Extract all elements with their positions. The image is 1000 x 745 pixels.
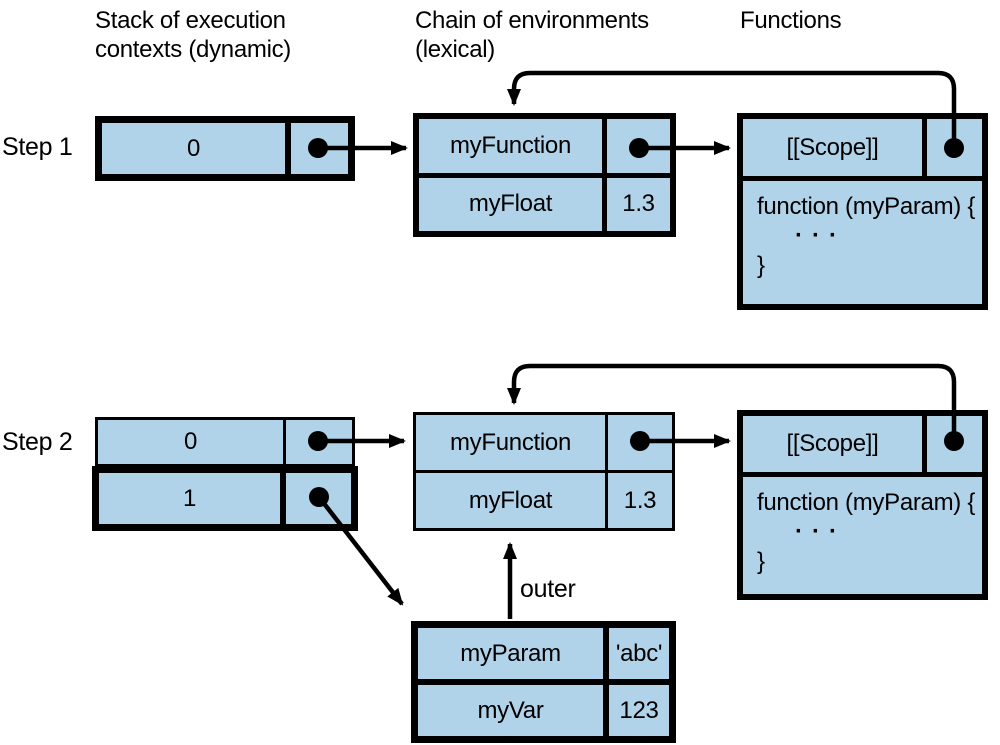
step2-scope-cell: [[Scope]] (743, 416, 922, 472)
step2-inner-name-cell: myParam (418, 628, 603, 679)
step1-scope-cell: [[Scope]] (743, 119, 922, 176)
step2-env-name-cell: myFloat (416, 473, 605, 528)
step2-env-pointer-cell (608, 415, 672, 470)
code-line: } (757, 252, 765, 279)
step1-label: Step 1 (2, 133, 73, 161)
step1-stack-pointer-cell (291, 123, 348, 174)
step2-stack-index-cell: 0 (98, 420, 283, 464)
step2-function-object: [[Scope]] function (myParam) { ··· } (737, 410, 988, 600)
step2-inner-value-cell: 123 (609, 685, 669, 736)
step1-function-body-row: function (myParam) { ··· } (743, 181, 982, 304)
step2-stack-row-0: 0 (98, 420, 352, 464)
code-ellipsis: ··· (795, 222, 846, 249)
code-ellipsis: ··· (795, 518, 846, 545)
step2-stack-pointer-cell (286, 473, 351, 524)
header-stack-of-execution-contexts: Stack of execution contexts (dynamic) (95, 7, 291, 64)
step1-function-object: [[Scope]] function (myParam) { ··· } (737, 113, 988, 310)
step2-env-row-myfunction: myFunction (416, 415, 672, 470)
step2-env-row-myfloat: myFloat 1.3 (416, 473, 672, 528)
step1-function-body: function (myParam) { ··· } (743, 181, 982, 304)
step1-env-name-cell: myFloat (419, 177, 602, 231)
step1-scope-pointer-cell (927, 119, 982, 176)
step2-stack-index-cell: 1 (99, 473, 280, 524)
step2-inner-name-cell: myVar (418, 685, 603, 736)
step2-environment-table: myFunction myFloat 1.3 (413, 412, 675, 531)
step2-label: Step 2 (2, 428, 73, 456)
header-functions: Functions (740, 7, 842, 34)
step2-function-body-row: function (myParam) { ··· } (743, 477, 982, 594)
step1-env-value-cell: 1.3 (607, 177, 670, 231)
step2-inner-environment-table: myParam 'abc' myVar 123 (411, 621, 676, 743)
code-line: function (myParam) { (757, 489, 976, 516)
step1-scope-row: [[Scope]] (743, 119, 982, 176)
step1-env-pointer-cell (607, 119, 670, 173)
step1-environment-table: myFunction myFloat 1.3 (413, 113, 676, 237)
header-chain-of-environments: Chain of environments (lexical) (415, 7, 649, 64)
step1-env-row-myfunction: myFunction (419, 119, 670, 173)
step1-stack-row-0: 0 (102, 123, 348, 174)
step2-scope-pointer-cell (927, 416, 982, 472)
step2-inner-row-myparam: myParam 'abc' (418, 628, 669, 679)
step2-stack-row0-table: 0 (95, 417, 355, 467)
code-line: function (myParam) { (757, 193, 976, 220)
outer-arrow-label: outer (520, 575, 576, 603)
step1-stack-index-cell: 0 (102, 123, 285, 174)
step1-stack-table: 0 (95, 116, 355, 181)
step1-env-name-cell: myFunction (419, 119, 602, 173)
step2-inner-row-myvar: myVar 123 (418, 685, 669, 736)
step2-inner-value-cell: 'abc' (609, 628, 669, 679)
step2-stack-row1-table: 1 (92, 466, 358, 531)
step2-stack-pointer-cell (286, 420, 352, 464)
step2-function-body: function (myParam) { ··· } (743, 477, 982, 594)
step1-env-row-myfloat: myFloat 1.3 (419, 177, 670, 231)
code-line: } (757, 548, 765, 575)
step2-env-name-cell: myFunction (416, 415, 605, 470)
step2-stack-row-1: 1 (99, 473, 351, 524)
step2-scope-row: [[Scope]] (743, 416, 982, 472)
step2-env-value-cell: 1.3 (608, 473, 672, 528)
